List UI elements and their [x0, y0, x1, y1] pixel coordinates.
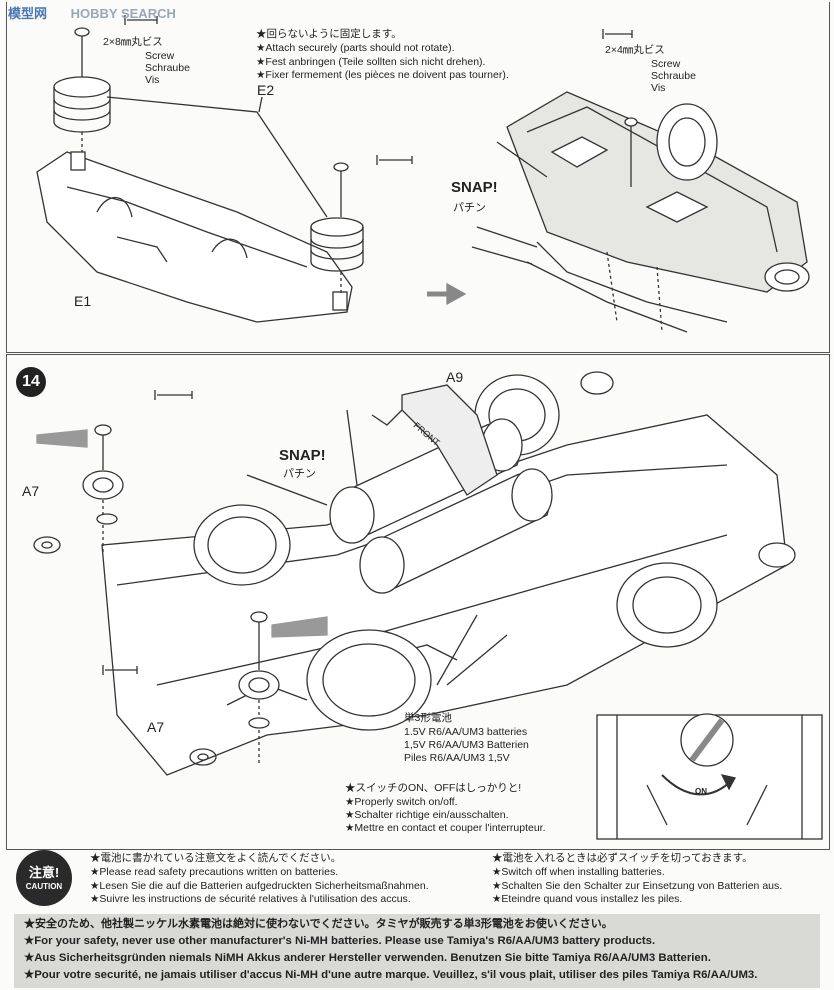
step13-panel: 2×8㎜丸ビス Screw Schraube Vis ★回らないように固定します…	[6, 2, 830, 353]
switch-note-de: ★Schalter richtige ein/ausschalten.	[345, 809, 509, 821]
switch-note-en: ★Properly switch on/off.	[345, 796, 458, 808]
label-e1: E1	[74, 293, 92, 309]
screw-right-en: Screw	[651, 58, 681, 70]
attach-note-en: ★Attach securely (parts should not rotat…	[256, 42, 455, 54]
attach-note-fr: ★Fixer fermement (les pièces ne doivent …	[256, 69, 509, 81]
snap-label-13-ja: パチン	[453, 202, 486, 214]
caution-right-en: ★Switch off when installing batteries.	[492, 866, 665, 878]
battery-en: 1.5V R6/AA/UM3 batteries	[404, 726, 528, 738]
screw-left-en: Screw	[145, 50, 175, 62]
caution-right-ja: ★電池を入れるときは必ずスイッチを切っておきます。	[492, 852, 753, 864]
attach-note-ja: ★回らないように固定します。	[256, 28, 402, 40]
caution-badge-en: CAUTION	[25, 882, 63, 891]
caution-right-fr: ★Eteindre quand vous installez les piles…	[492, 893, 683, 905]
battery-de: 1,5V R6/AA/UM3 Batterien	[404, 739, 529, 751]
caution-section: 注意! CAUTION ★電池に書かれている注意文をよく読んでください。 ★Pl…	[14, 846, 820, 912]
caution-badge-ja: 注意!	[28, 865, 60, 880]
battery-ja: 単3形電池	[404, 712, 452, 724]
safety-de: ★Aus Sicherheitsgründen niemals NiMH Akk…	[24, 952, 711, 964]
switch-note-fr: ★Mettre en contact et couper l'interrupt…	[345, 822, 546, 834]
safety-notice: ★安全のため、他社製ニッケル水素電池は絶対に使わないでください。タミヤが販売する…	[14, 914, 820, 988]
caution-left-en: ★Please read safety precautions written …	[90, 866, 339, 878]
snap-label-14: SNAP!	[279, 447, 326, 464]
watermark: 模型网 HOBBY SEARCH	[8, 3, 176, 22]
caution-left-de: ★Lesen Sie die auf die Batterien aufgedr…	[90, 880, 429, 892]
safety-en: ★For your safety, never use other manufa…	[24, 935, 656, 947]
screw-left-ja: 2×8㎜丸ビス	[103, 36, 163, 48]
step13-illustration	[36, 15, 810, 333]
label-e2: E2	[257, 82, 275, 98]
screw-left-de: Schraube	[145, 62, 190, 74]
caution-badge: 注意! CAUTION	[16, 850, 72, 906]
caution-left-ja: ★電池に書かれている注意文をよく読んでください。	[90, 852, 342, 864]
step14-illustration	[33, 371, 823, 840]
screw-right-fr: Vis	[651, 82, 666, 94]
watermark-left: 模型网	[8, 6, 48, 21]
watermark-right: HOBBY SEARCH	[70, 6, 176, 21]
screw-right-de: Schraube	[651, 70, 696, 82]
on-label: ON	[695, 787, 707, 796]
snap-label-14-ja: パチン	[283, 468, 316, 480]
label-a7-bottom: A7	[147, 719, 165, 735]
screw-right-ja: 2×4㎜丸ビス	[605, 44, 665, 56]
label-a9: A9	[446, 369, 464, 385]
step-number: 14	[16, 367, 46, 397]
safety-fr: ★Pour votre securité, ne jamais utiliser…	[24, 969, 758, 981]
attach-note-de: ★Fest anbringen (Teile sollten sich nich…	[256, 56, 486, 68]
step14-panel: 14	[6, 354, 830, 850]
snap-label-13: SNAP!	[451, 179, 498, 196]
switch-note-ja: ★スイッチのON、OFFはしっかりと!	[345, 782, 522, 794]
caution-left-fr: ★Suivre les instructions de sécurité rel…	[90, 893, 411, 905]
label-a7-top: A7	[22, 483, 40, 499]
safety-ja: ★安全のため、他社製ニッケル水素電池は絶対に使わないでください。タミヤが販売する…	[24, 918, 613, 930]
screw-left-fr: Vis	[145, 74, 160, 86]
battery-fr: Piles R6/AA/UM3 1,5V	[404, 752, 510, 764]
caution-right-de: ★Schalten Sie den Schalter zur Einsetzun…	[492, 880, 783, 892]
